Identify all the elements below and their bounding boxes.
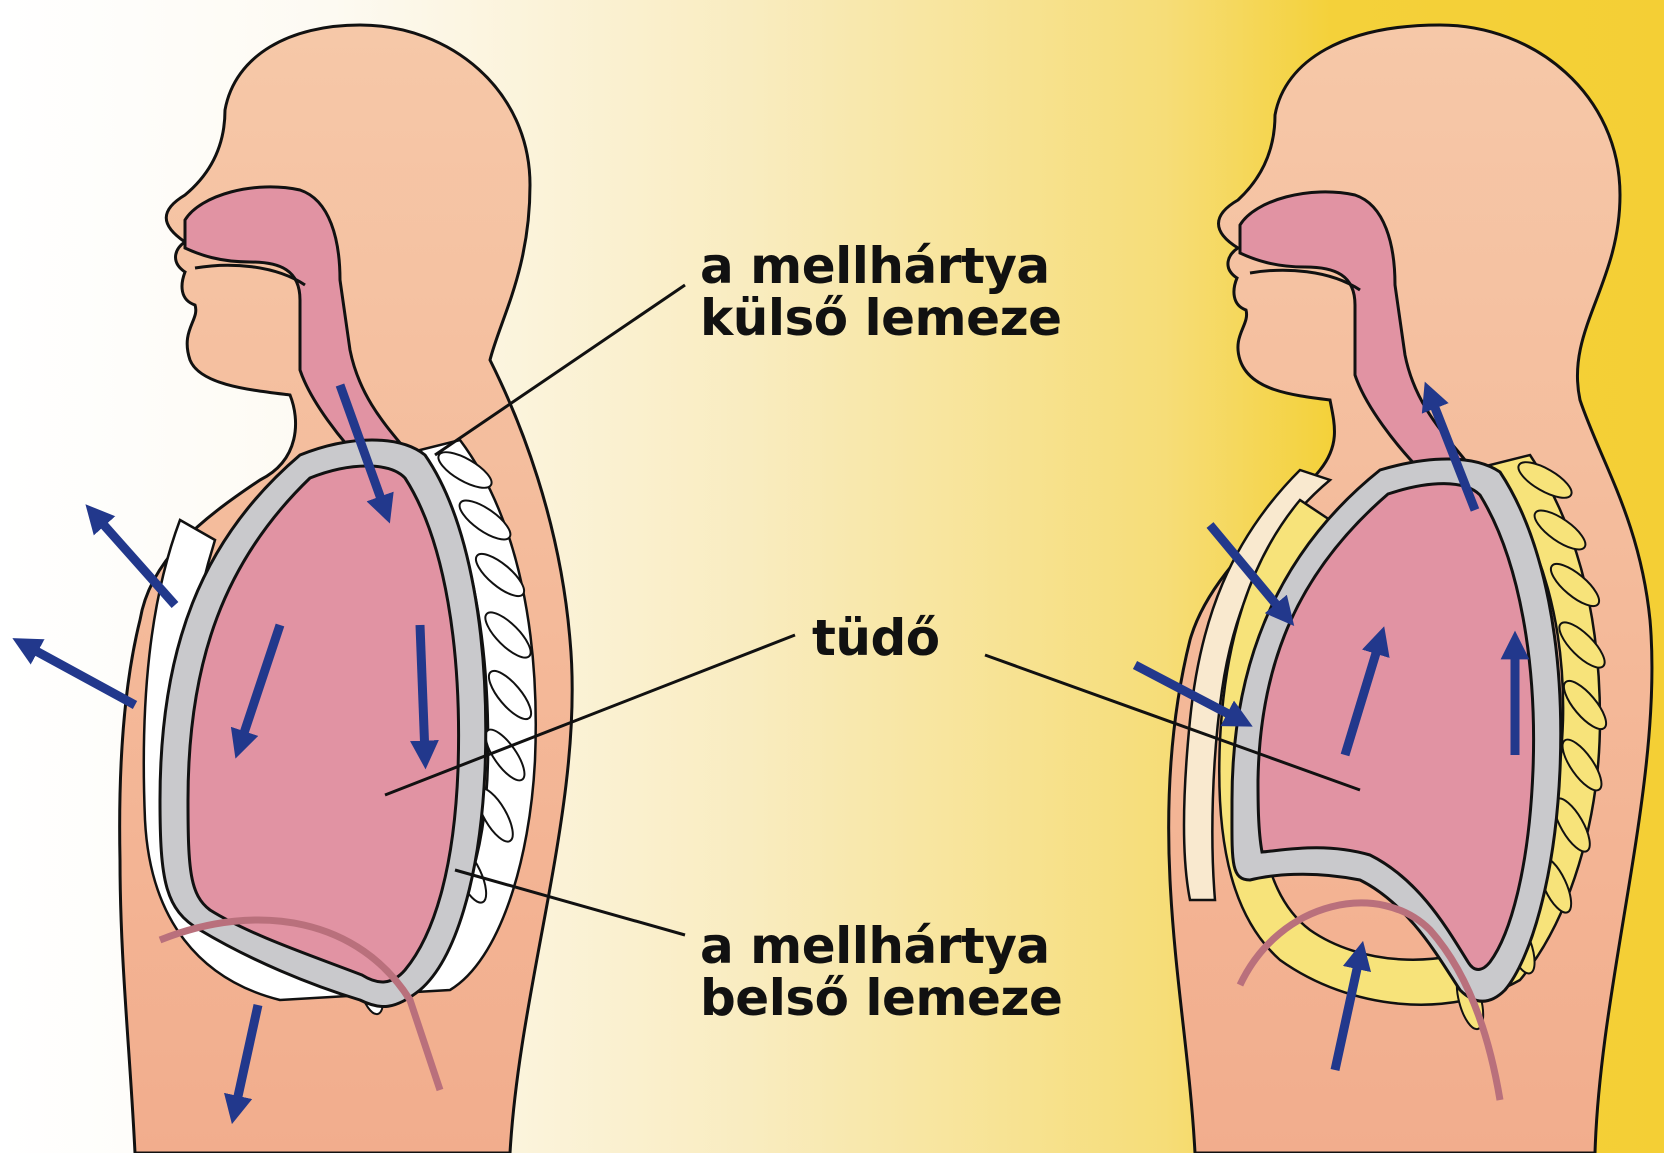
arrow-chest-out-upper bbox=[95, 515, 175, 605]
figure-inhalation bbox=[25, 25, 572, 1153]
label-inner-pleura: a mellhártya belső lemeze bbox=[700, 920, 1062, 1024]
label-outer-pleura-line1: a mellhártya bbox=[700, 240, 1062, 292]
label-lung: tüdő bbox=[812, 612, 940, 664]
figure-exhalation bbox=[1135, 25, 1652, 1153]
label-outer-pleura-line2: külső lemeze bbox=[700, 292, 1062, 344]
label-inner-pleura-line2: belső lemeze bbox=[700, 972, 1062, 1024]
label-lung-text: tüdő bbox=[812, 612, 940, 664]
label-outer-pleura: a mellhártya külső lemeze bbox=[700, 240, 1062, 344]
label-inner-pleura-line1: a mellhártya bbox=[700, 920, 1062, 972]
arrow-lung-down-right bbox=[420, 625, 425, 755]
arrow-chest-out-lower bbox=[25, 645, 135, 705]
